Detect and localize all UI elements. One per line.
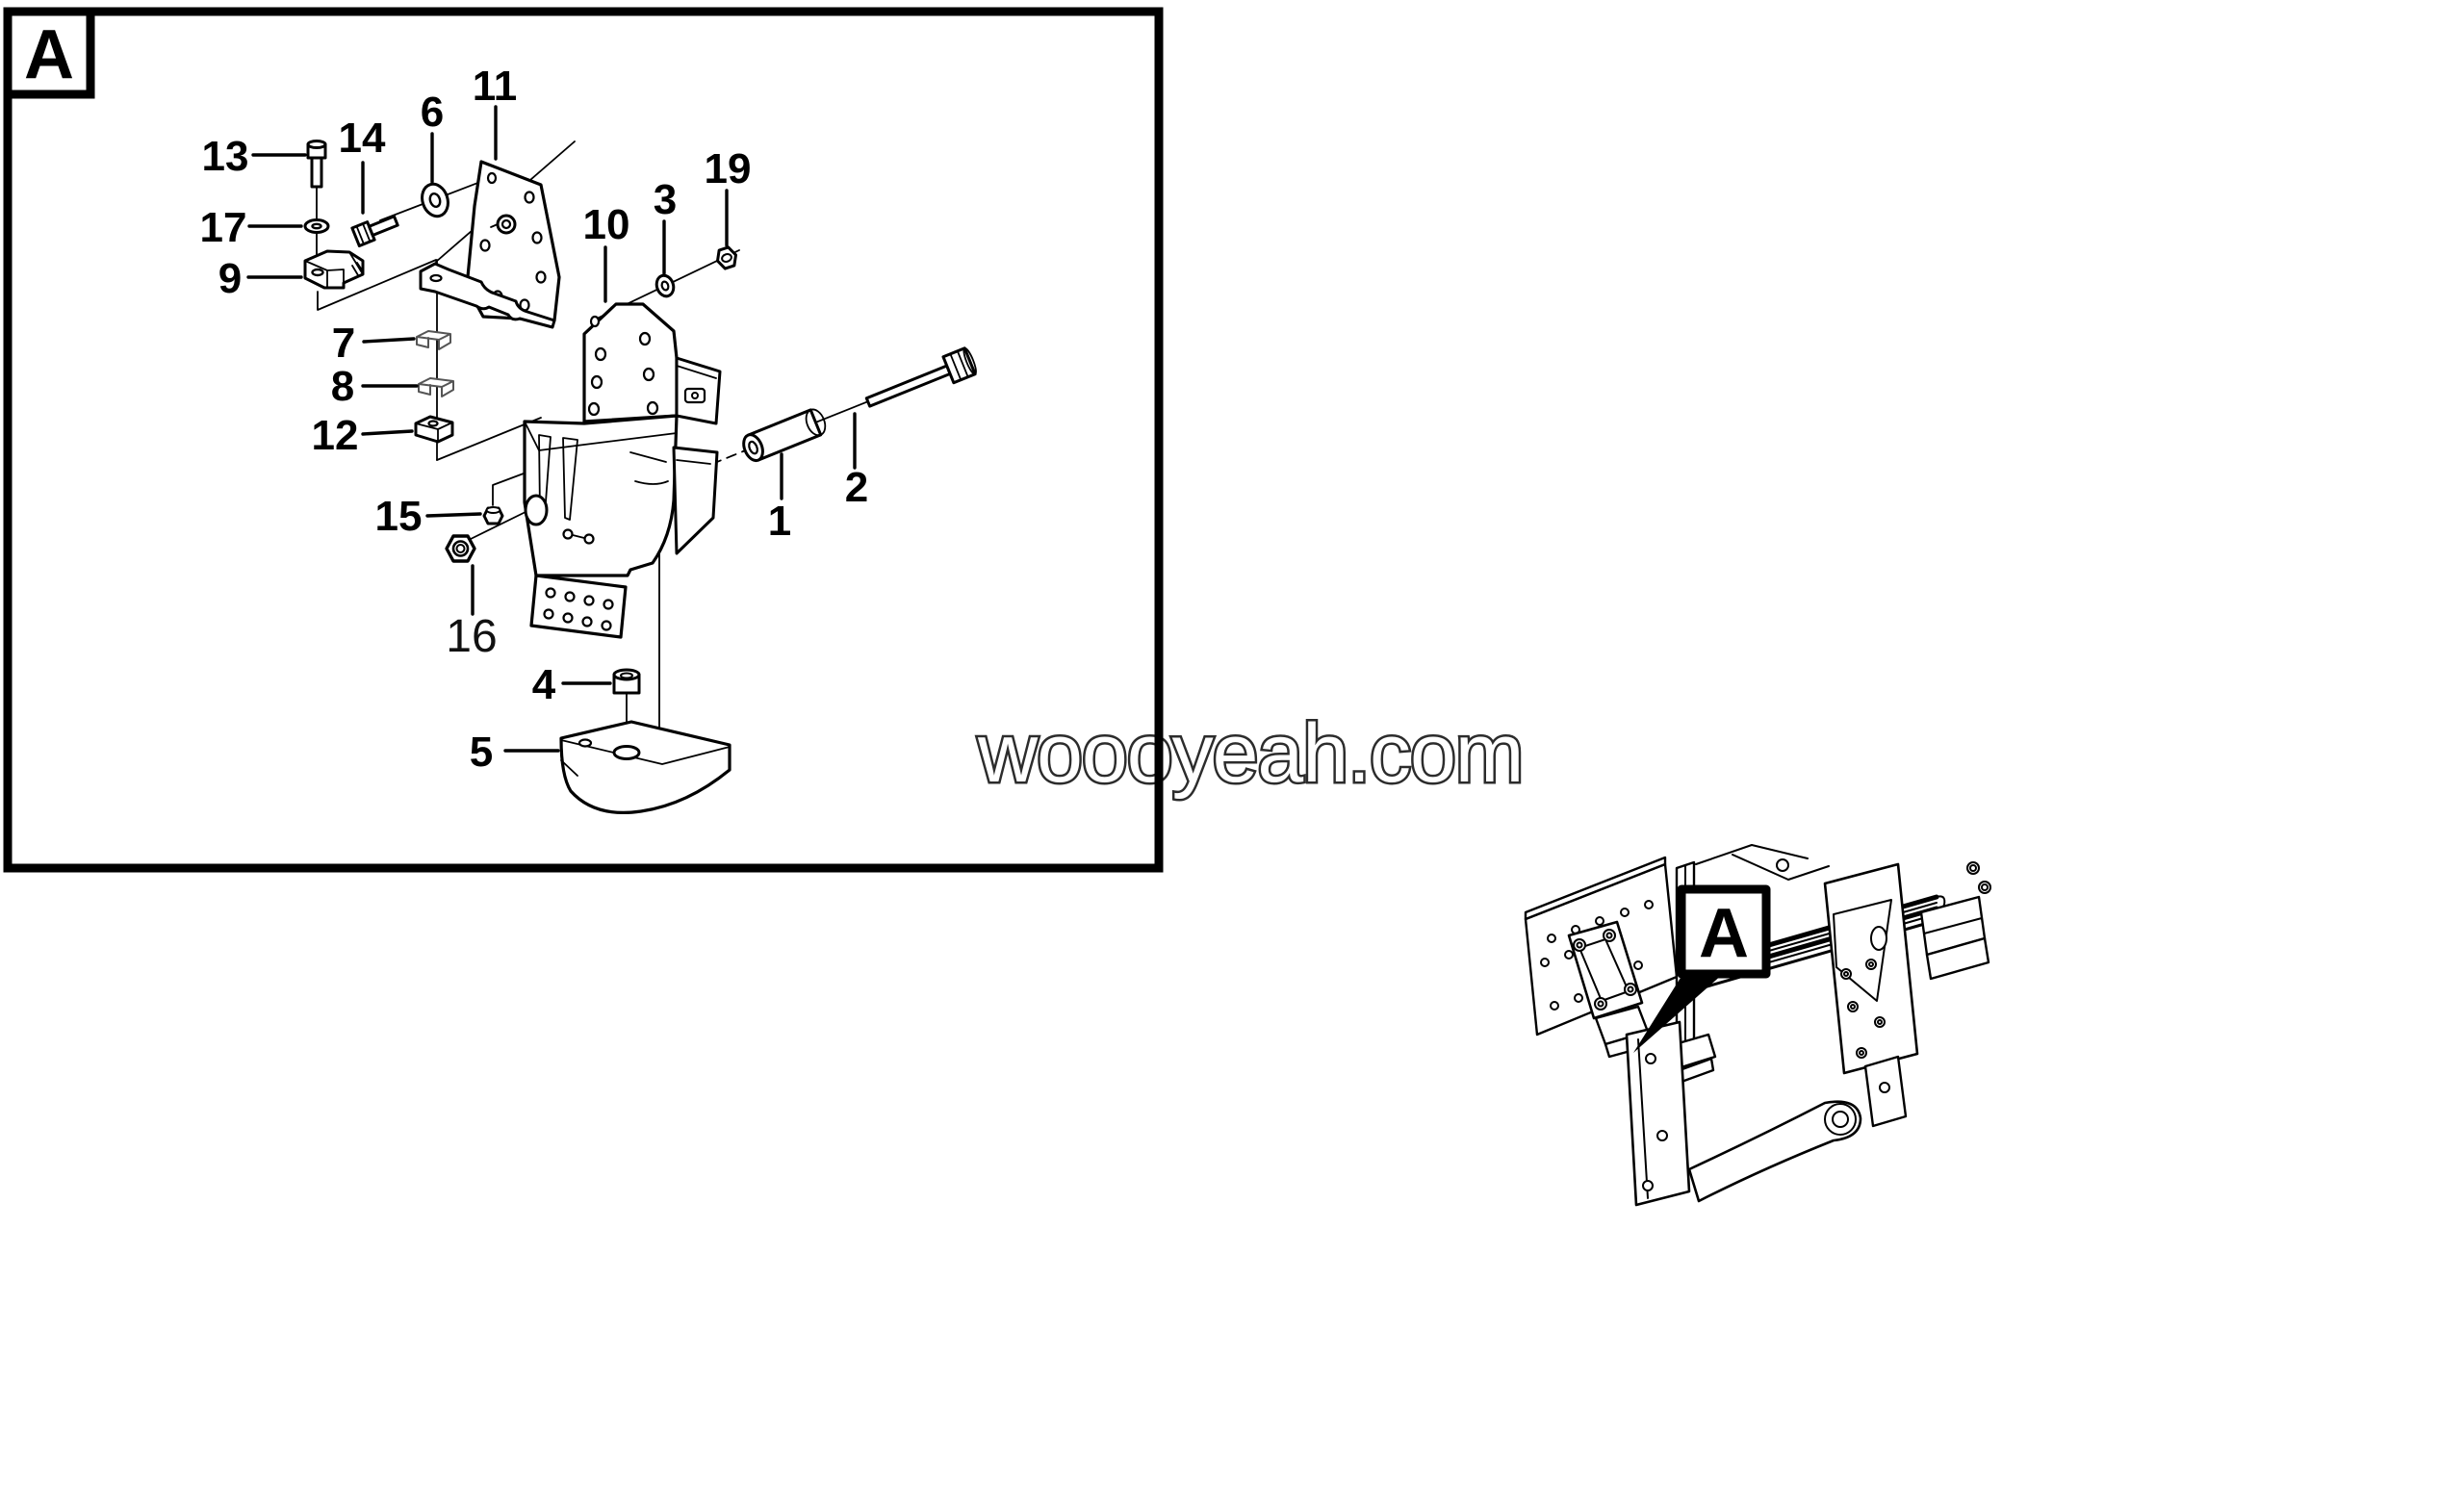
callout-19: 19 bbox=[705, 145, 752, 192]
callout-12: 12 bbox=[312, 412, 359, 459]
callout-5: 5 bbox=[470, 729, 493, 776]
part-bolt-2 bbox=[864, 346, 977, 408]
callout-8: 8 bbox=[331, 363, 354, 410]
main-view-label: A bbox=[24, 16, 74, 93]
part-bolt-13 bbox=[306, 140, 327, 189]
part-washer-17 bbox=[303, 218, 330, 234]
callouts: 13 17 9 14 6 11 10 3 19 7 8 12 1 bbox=[200, 63, 869, 776]
callout-6: 6 bbox=[421, 89, 444, 136]
callout-9: 9 bbox=[218, 255, 242, 302]
callout-10: 10 bbox=[583, 201, 630, 248]
callout-16: 16 bbox=[446, 611, 497, 662]
inset-view-label: A bbox=[1699, 895, 1749, 972]
part-bushing-4 bbox=[612, 668, 641, 695]
part-spacer-1 bbox=[742, 408, 827, 463]
callout-1: 1 bbox=[768, 498, 791, 545]
watermark-text: woooyeah.com bbox=[977, 707, 1523, 800]
callout-13: 13 bbox=[202, 133, 249, 180]
callout-15: 15 bbox=[375, 493, 423, 540]
callout-11: 11 bbox=[473, 63, 518, 110]
part-washer-3 bbox=[654, 273, 676, 298]
part-nut-16 bbox=[445, 534, 476, 563]
part-washer-6 bbox=[421, 182, 449, 218]
part-nut-15 bbox=[482, 506, 504, 525]
callout-4: 4 bbox=[532, 661, 556, 708]
inset-leader-wedge bbox=[1633, 970, 1723, 1053]
part-bracket-11 bbox=[419, 160, 561, 329]
part-block-12 bbox=[414, 415, 454, 444]
callout-3: 3 bbox=[654, 176, 677, 223]
part-bracket-10 bbox=[523, 302, 722, 639]
inset-overview: A bbox=[1524, 844, 1991, 1207]
exploded-assembly: 13 17 9 14 6 11 10 3 19 7 8 12 1 bbox=[200, 63, 977, 814]
inset-view-label-box bbox=[1677, 884, 1771, 979]
part-clip-8 bbox=[418, 377, 454, 397]
callout-14: 14 bbox=[339, 115, 386, 162]
part-clip-7 bbox=[416, 330, 451, 350]
main-view-frame: A bbox=[3, 7, 1164, 873]
part-plate-5 bbox=[559, 720, 732, 814]
part-nut-19 bbox=[715, 245, 738, 270]
callout-2: 2 bbox=[845, 464, 868, 511]
main-view-label-box bbox=[3, 7, 95, 99]
part-clamp-9 bbox=[303, 249, 365, 290]
callout-7: 7 bbox=[332, 320, 355, 367]
callout-17: 17 bbox=[200, 204, 247, 251]
part-bolt-14 bbox=[350, 215, 399, 248]
inset-machine-drawing bbox=[1524, 844, 1991, 1207]
